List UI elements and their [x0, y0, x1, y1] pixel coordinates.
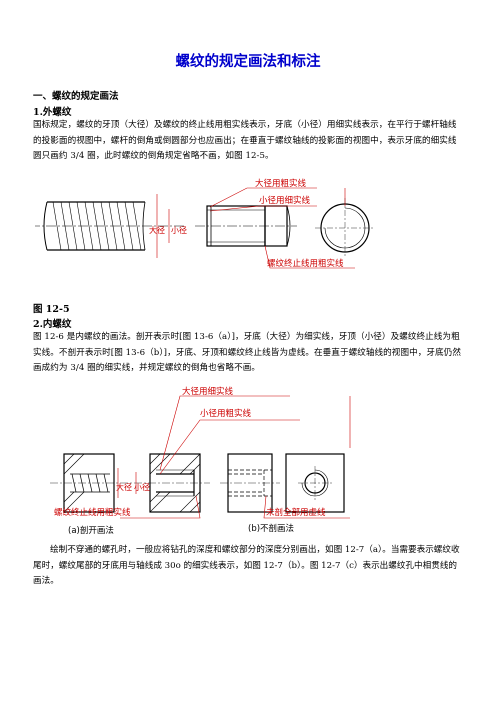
label-minor-diameter: 小径 [171, 225, 187, 235]
caption-b: (b)不剖画法 [248, 523, 294, 534]
label-minor-diameter-internal: 小径 [134, 482, 150, 492]
rod-end-view [315, 198, 375, 258]
figure-external-thread: 大径 小径 大径用粗实线 小径用细实线 螺纹终止线用粗实线 [35, 178, 375, 269]
paragraph-blind-hole: 绘制不穿通的螺孔时，一般应将钻孔的深度和螺纹部分的深度分别画出，如图 12-7（… [33, 545, 460, 586]
page-title: 螺纹的规定画法和标注 [175, 53, 321, 70]
paragraph-external-thread: 国标规定，螺纹的牙顶（大径）及螺纹的终止线用粗实线表示，牙底（小径）用细实线表示… [33, 120, 457, 161]
annotation-minor-thick: 小径用粗实线 [200, 408, 252, 419]
label-major-diameter: 大径 [149, 225, 165, 235]
label-major-diameter-internal: 大径 [116, 482, 132, 492]
annotation-major-thick: 大径用粗实线 [255, 178, 307, 189]
internal-thread-section-view [50, 453, 210, 513]
section-heading: 一、螺纹的规定画法 [33, 91, 119, 102]
rod-side-view [195, 205, 297, 247]
annotation-hidden-lines: 未剖全部用虚线 [266, 507, 326, 518]
annotation-end-thick-internal: 螺纹终止线用粗实线 [54, 507, 131, 518]
annotation-minor-thin: 小径用细实线 [259, 195, 311, 206]
annotation-end-thick: 螺纹终止线用粗实线 [267, 258, 344, 269]
caption-a: (a)剖开画法 [68, 525, 114, 536]
figure-caption-12-5: 图 12-5 [33, 304, 70, 315]
figure-internal-thread: 大径 小径 大径用细实线 小径用粗实线 螺纹终止线用粗实线 未剖全部用虚线 (a… [50, 386, 351, 536]
internal-thread-hidden-view [220, 453, 345, 513]
paragraph-internal-thread: 图 12-6 是内螺纹的画法。剖开表示时[图 13-6（a）]，牙底（大径）为细… [33, 332, 461, 373]
annotation-major-thin: 大径用细实线 [182, 386, 234, 397]
subsection-heading-external: 1.外螺纹 [33, 107, 72, 118]
subsection-heading-internal: 2.内螺纹 [33, 319, 72, 330]
threaded-rod-drawing [35, 194, 185, 258]
